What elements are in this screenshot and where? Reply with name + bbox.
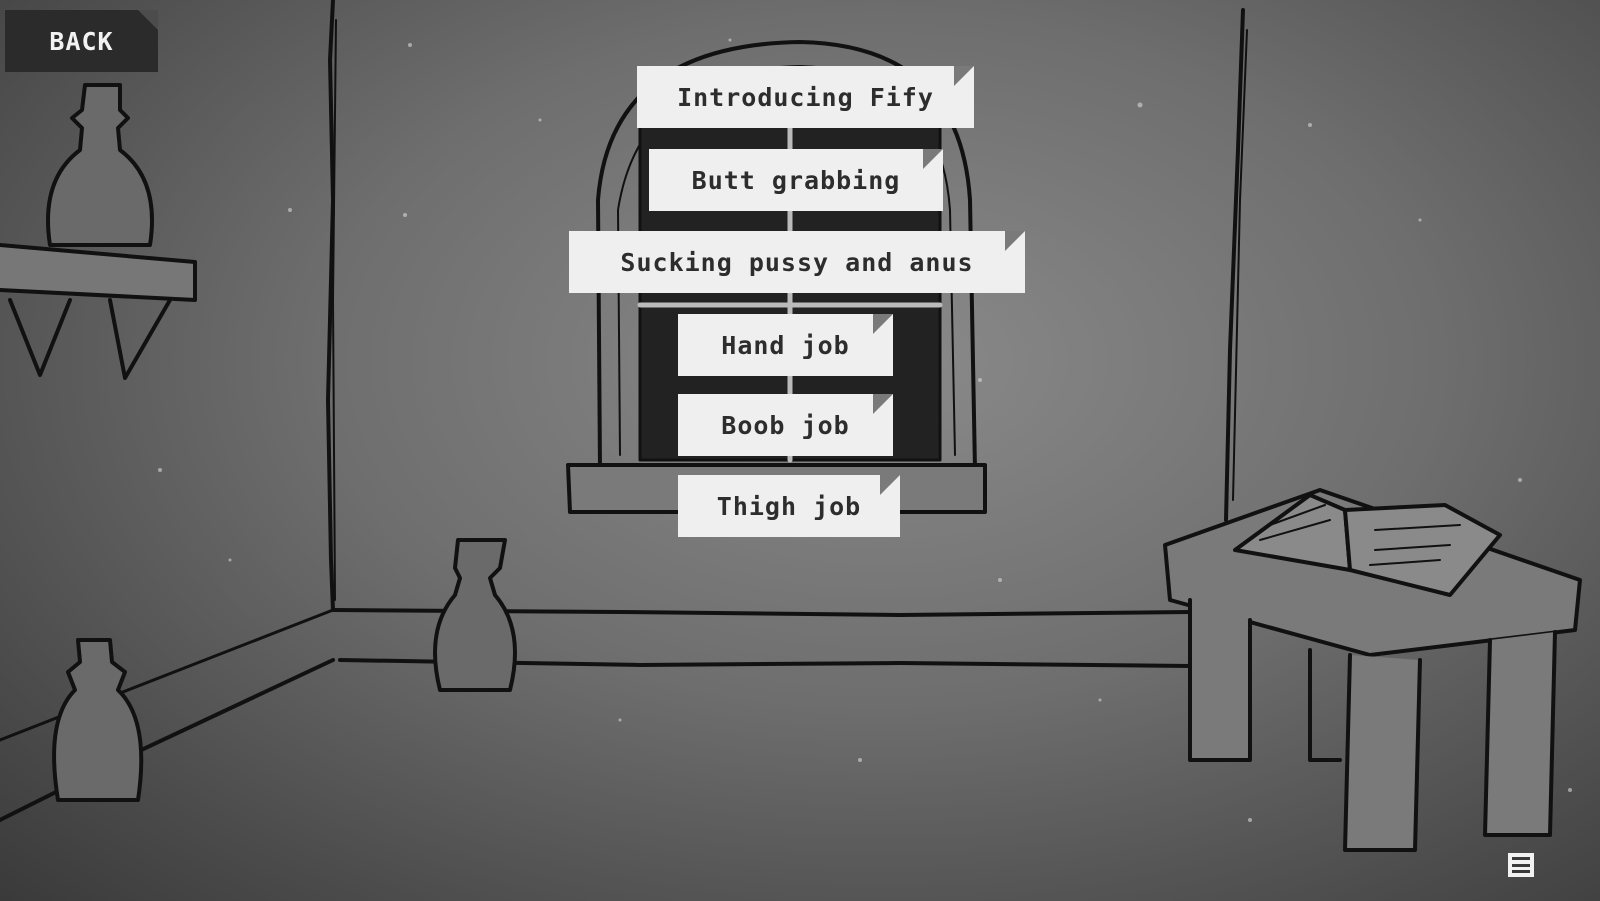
page-fold-corner (873, 314, 893, 334)
back-button-corner (138, 10, 158, 30)
scene-option-label: Butt grabbing (691, 165, 901, 195)
page-fold-corner (954, 66, 974, 86)
page-fold-corner (923, 149, 943, 169)
menu-lines-icon[interactable] (1508, 853, 1534, 877)
scene-option-introducing-fify[interactable]: Introducing Fify (637, 66, 974, 128)
scene-option-label: Introducing Fify (677, 82, 934, 112)
scene-option-butt-grabbing[interactable]: Butt grabbing (649, 149, 943, 211)
scene-option-boob-job[interactable]: Boob job (678, 394, 893, 456)
menu-line (1512, 870, 1530, 873)
back-button[interactable]: BACK (5, 10, 158, 72)
scene-option-label: Thigh job (716, 491, 862, 521)
page-fold-corner (1005, 231, 1025, 251)
scene-option-thigh-job[interactable]: Thigh job (678, 475, 900, 537)
page-fold-corner (873, 394, 893, 414)
scene-option-label: Sucking pussy and anus (620, 247, 974, 277)
scene-option-sucking[interactable]: Sucking pussy and anus (569, 231, 1025, 293)
page-fold-corner (880, 475, 900, 495)
scene-option-hand-job[interactable]: Hand job (678, 314, 893, 376)
menu-line (1512, 863, 1530, 867)
scene-option-label: Boob job (721, 410, 850, 440)
back-button-label: BACK (49, 26, 114, 56)
scene-option-label: Hand job (721, 330, 850, 360)
menu-line (1512, 857, 1530, 860)
